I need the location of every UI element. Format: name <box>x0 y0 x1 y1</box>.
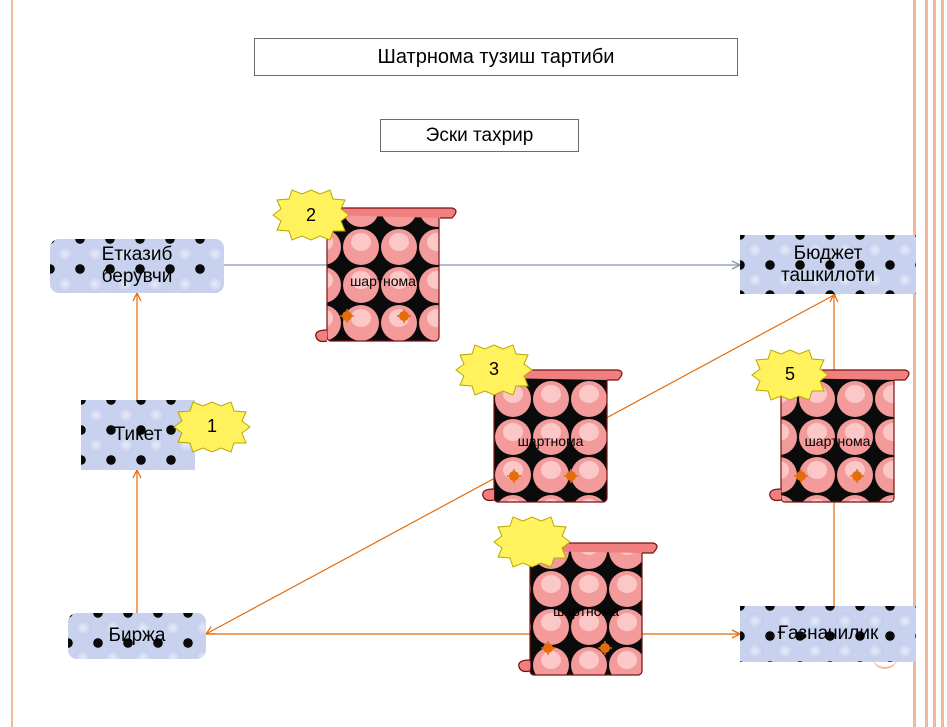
budget-org-node: Бюджет ташкилоти <box>740 235 916 294</box>
contract-label-4: шартнома <box>553 603 619 619</box>
treasury-label: Ғазначилик <box>777 623 879 645</box>
supplier-node: Етказиб берувчи <box>50 239 224 293</box>
badge-2-shape <box>272 189 350 241</box>
treasury-node: Ғазначилик <box>740 606 916 662</box>
exchange-node: Биржа <box>68 613 206 659</box>
budget-org-label: Бюджет ташкилоти <box>781 242 875 286</box>
contract-label-5: шартнома <box>804 433 871 449</box>
badge-1-shape <box>173 401 251 453</box>
subtitle-box: Эски тахрир <box>380 119 579 152</box>
ticket-node: Тикет <box>81 400 195 470</box>
subtitle-text: Эски тахрир <box>425 124 534 146</box>
badge-1-number: 1 <box>206 416 217 436</box>
badge-3-shape <box>455 344 533 396</box>
contract-label-2: шартнома <box>350 273 416 289</box>
contract-scroll-2 <box>315 207 457 343</box>
badge-4-shape <box>493 516 571 568</box>
exchange-label: Биржа <box>108 625 166 647</box>
page-title-text: Шатрнома тузиш тартиби <box>377 45 615 68</box>
left-border-line <box>11 0 13 727</box>
page-title: Шатрнома тузиш тартиби <box>254 38 738 76</box>
supplier-label: Етказиб берувчи <box>101 244 173 287</box>
badge-2-number: 2 <box>305 205 316 225</box>
badge-5-shape <box>751 349 829 401</box>
right-border-stripes <box>913 0 947 727</box>
badge-3-number: 3 <box>488 359 499 379</box>
contract-label-3: шартнома <box>517 433 584 449</box>
treasury-curl-decoration <box>872 645 898 669</box>
ticket-label: Тикет <box>113 424 163 446</box>
badge-5-number: 5 <box>784 364 795 384</box>
